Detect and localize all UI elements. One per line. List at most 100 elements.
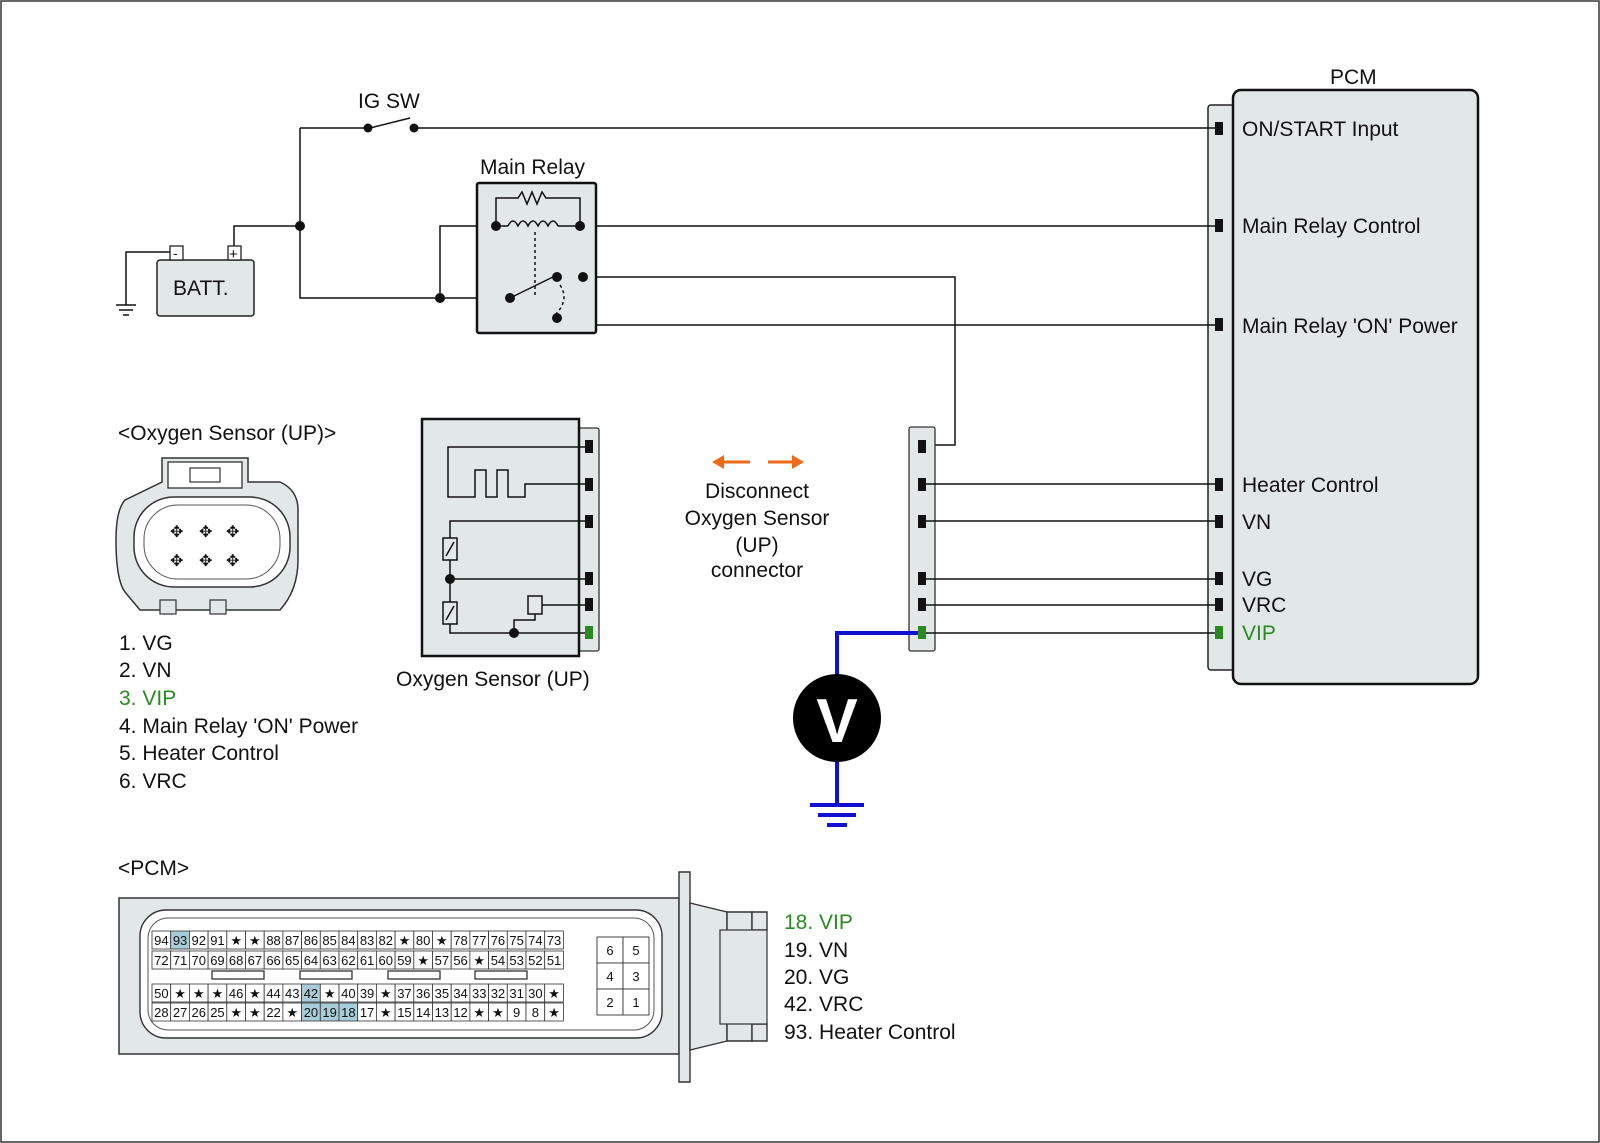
svg-text:✥: ✥ bbox=[226, 553, 239, 570]
pcm-pin-number: 8 bbox=[532, 1005, 539, 1020]
pcm-pin-number: ★ bbox=[548, 986, 560, 1001]
pcm-pin-number: 22 bbox=[266, 1005, 280, 1020]
pcm-small-pin-cell bbox=[596, 988, 624, 1016]
svg-text:✥: ✥ bbox=[199, 524, 212, 541]
pcm-pin-number: 19 bbox=[322, 1005, 336, 1020]
pcm-terminal-vip: VIP bbox=[1242, 622, 1276, 645]
pcm-pin-number: ★ bbox=[548, 1005, 560, 1020]
pcm-title: PCM bbox=[1330, 66, 1377, 89]
pcm-pin-number: 51 bbox=[547, 953, 561, 968]
pcm-pin-number: 61 bbox=[360, 953, 374, 968]
pcm-pin-number: ★ bbox=[193, 986, 205, 1001]
pcm-pin-number: 18 bbox=[341, 1005, 355, 1020]
battery-label: BATT. bbox=[173, 277, 229, 300]
o2-pin-2: 2. VN bbox=[119, 659, 172, 682]
pcm-pin-number: 76 bbox=[491, 933, 505, 948]
pcm-pin-number: ★ bbox=[230, 1005, 242, 1020]
pcm-pin-number: 66 bbox=[266, 953, 280, 968]
pcm-pin-number: 33 bbox=[472, 986, 486, 1001]
pcm-terminal-vn: VN bbox=[1242, 511, 1271, 534]
o2-connector-pin-grid: ✥✥✥ ✥✥✥ bbox=[170, 524, 239, 570]
pcm-pin-number: 88 bbox=[266, 933, 280, 948]
o2-pin-6: 6. VRC bbox=[119, 770, 187, 793]
pcm-pin-number: 46 bbox=[229, 986, 243, 1001]
pcm-pin-number: ★ bbox=[380, 1005, 392, 1020]
o2-connector-title: <Oxygen Sensor (UP)> bbox=[118, 422, 336, 445]
pcm-pin-20: 20. VG bbox=[784, 966, 849, 989]
pcm-pin-number: 30 bbox=[528, 986, 542, 1001]
pcm-pin-number: 80 bbox=[416, 933, 430, 948]
pcm-small-pin-cell bbox=[622, 988, 650, 1016]
disconnect-line-3: (UP) bbox=[735, 534, 778, 557]
pcm-pin-number: 60 bbox=[379, 953, 393, 968]
pcm-pin-number: 62 bbox=[341, 953, 355, 968]
disconnect-line-4: connector bbox=[711, 559, 803, 582]
pcm-pin-number: 56 bbox=[453, 953, 467, 968]
junction-dots bbox=[295, 123, 445, 303]
pcm-pin-number: 39 bbox=[360, 986, 374, 1001]
pcm-pin-number: 36 bbox=[416, 986, 430, 1001]
pcm-pin-number: 17 bbox=[360, 1005, 374, 1020]
pcm-pin-number: 87 bbox=[285, 933, 299, 948]
pcm-small-pin-number: 3 bbox=[632, 969, 639, 984]
pcm-pin-number: 37 bbox=[397, 986, 411, 1001]
pcm-pin-number: ★ bbox=[249, 1005, 261, 1020]
pcm-pin-number: 70 bbox=[192, 953, 206, 968]
pcm-pin-number: 34 bbox=[453, 986, 467, 1001]
harness-connector bbox=[908, 426, 1215, 652]
disconnect-note: Disconnect Oxygen Sensor (UP) connector bbox=[685, 455, 829, 582]
pcm-pin-number: ★ bbox=[324, 986, 336, 1001]
oxygen-sensor-connector-view: <Oxygen Sensor (UP)> ✥✥✥ ✥✥✥ 1. VG 2. VN… bbox=[115, 422, 358, 793]
pcm-pin-number: ★ bbox=[230, 933, 242, 948]
pcm-pin-number: 74 bbox=[528, 933, 542, 948]
main-relay-label: Main Relay bbox=[480, 156, 586, 179]
pcm-pin-number: 93 bbox=[173, 933, 187, 948]
battery-minus: - bbox=[173, 245, 178, 261]
pcm-pin-number: ★ bbox=[492, 1005, 504, 1020]
svg-text:✥: ✥ bbox=[199, 553, 212, 570]
pcm-pin-number: 68 bbox=[229, 953, 243, 968]
double-arrow-icon bbox=[712, 455, 804, 469]
svg-text:✥: ✥ bbox=[170, 524, 183, 541]
oxygen-sensor-component: Oxygen Sensor (UP) bbox=[396, 417, 600, 691]
voltmeter: V bbox=[793, 631, 918, 827]
pcm-pin-number: ★ bbox=[436, 933, 448, 948]
pcm-small-pin-cell bbox=[622, 962, 650, 990]
pcm-small-pin-number: 5 bbox=[632, 943, 639, 958]
pcm-pin-number: 42 bbox=[304, 986, 318, 1001]
pcm-pin-number: 31 bbox=[509, 986, 523, 1001]
pcm-small-pin-number: 2 bbox=[606, 995, 613, 1010]
main-relay: Main Relay bbox=[475, 156, 598, 335]
pcm-pin-number: 67 bbox=[248, 953, 262, 968]
battery: - + BATT. bbox=[156, 245, 255, 317]
pcm-pin-number: ★ bbox=[399, 933, 411, 948]
disconnect-line-1: Disconnect bbox=[705, 480, 809, 503]
pcm-pin-number: 35 bbox=[435, 986, 449, 1001]
pcm-pin-number: 20 bbox=[304, 1005, 318, 1020]
pcm-terminal-heater-control: Heater Control bbox=[1242, 474, 1379, 497]
pcm-small-pin-number: 4 bbox=[606, 969, 613, 984]
pcm-pin-cell bbox=[544, 950, 564, 970]
pcm-pin-number: 26 bbox=[192, 1005, 206, 1020]
pcm-pin-number: 86 bbox=[304, 933, 318, 948]
o2-pin-1: 1. VG bbox=[119, 632, 173, 655]
pcm-pin-number: ★ bbox=[417, 953, 429, 968]
pcm-pin-number: 65 bbox=[285, 953, 299, 968]
pcm-pin-number: 63 bbox=[322, 953, 336, 968]
pcm-pin-number: 52 bbox=[528, 953, 542, 968]
pcm-pin-number: 40 bbox=[341, 986, 355, 1001]
pcm-terminal-main-relay-on-power: Main Relay 'ON' Power bbox=[1242, 315, 1458, 338]
pcm-pin-42: 42. VRC bbox=[784, 993, 863, 1016]
svg-text:✥: ✥ bbox=[226, 524, 239, 541]
pcm-pin-number: 27 bbox=[173, 1005, 187, 1020]
pcm-pin-number: 32 bbox=[491, 986, 505, 1001]
pcm-pin-number: 77 bbox=[472, 933, 486, 948]
pcm-pin-18: 18. VIP bbox=[784, 911, 853, 934]
pcm-pin-93: 93. Heater Control bbox=[784, 1021, 956, 1044]
pcm-pin-number: 44 bbox=[266, 986, 280, 1001]
pcm-pin-number: 69 bbox=[210, 953, 224, 968]
pcm-pin-number: ★ bbox=[249, 933, 261, 948]
pcm-pin-number: 15 bbox=[397, 1005, 411, 1020]
pcm-terminal-vg: VG bbox=[1242, 568, 1272, 591]
